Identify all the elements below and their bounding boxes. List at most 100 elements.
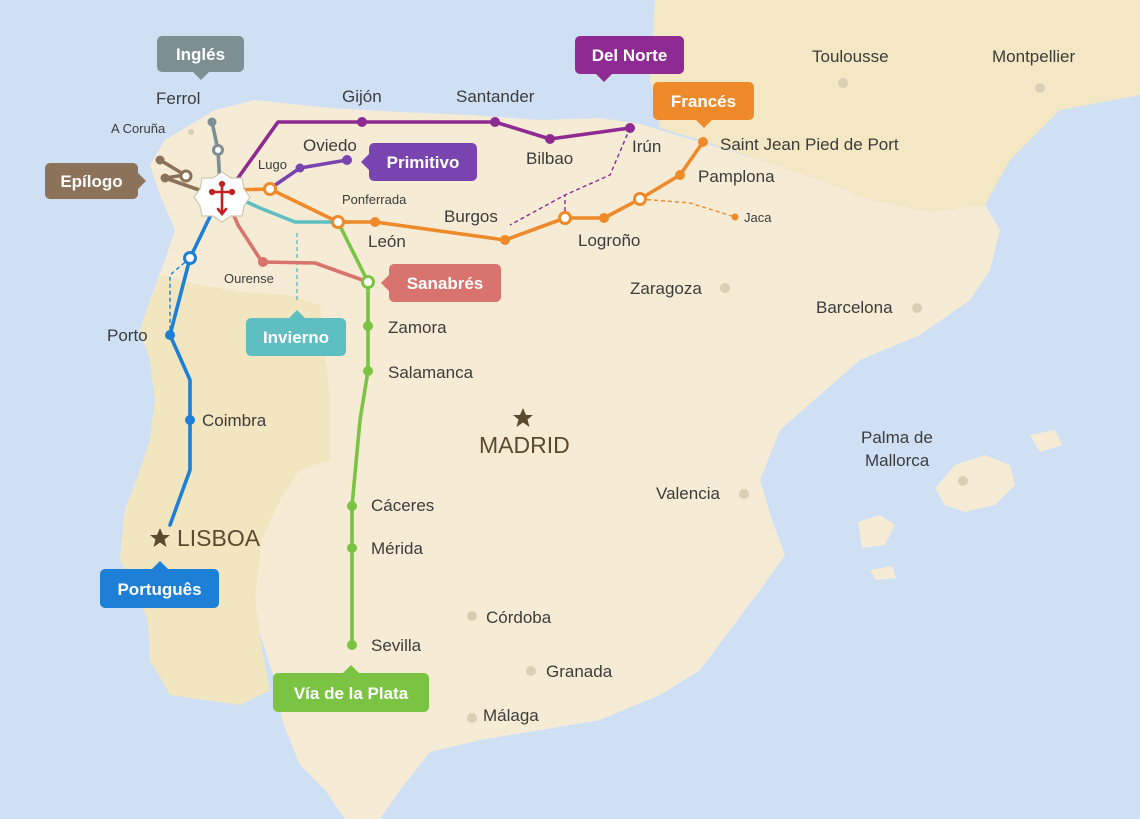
route-tag-via-de-la-plata-label: Vía de la Plata: [294, 684, 409, 703]
city-dots: [188, 78, 1045, 723]
city-label-caceres: Cáceres: [371, 496, 434, 515]
city-label-saint-jean: Saint Jean Pied de Port: [720, 135, 899, 154]
city-label-gijon: Gijón: [342, 87, 382, 106]
city-label-santander: Santander: [456, 87, 535, 106]
city-label-toulousse: Toulousse: [812, 47, 889, 66]
route-tag-sanabres-label: Sanabrés: [407, 274, 484, 293]
route-frances: [228, 140, 705, 242]
city-label-a-coruna: A Coruña: [111, 121, 166, 136]
route-stops: [155, 117, 739, 650]
cross-of-saint-james-icon: [208, 180, 236, 217]
city-label-logrono: Logroño: [578, 231, 640, 250]
stop-burgos: [500, 235, 510, 245]
stop-sevilla: [347, 640, 357, 650]
route-tag-portugues[interactable]: Português: [100, 561, 219, 608]
city-label-barcelona: Barcelona: [816, 298, 893, 317]
stop-portugues-hollow: [183, 251, 197, 265]
stop-frances-santiago-hollow: [263, 182, 277, 196]
route-tag-frances-label: Francés: [671, 92, 736, 111]
city-label-ponferrada: Ponferrada: [342, 192, 407, 207]
city-label-cordoba: Córdoba: [486, 608, 552, 627]
route-tag-ingles[interactable]: Inglés: [157, 36, 244, 80]
santiago-badge: [193, 171, 251, 223]
city-label-merida: Mérida: [371, 539, 424, 558]
route-tag-primitivo[interactable]: Primitivo: [361, 143, 477, 181]
route-tag-del-norte-label: Del Norte: [592, 46, 668, 65]
route-tag-epilogo[interactable]: Epílogo: [45, 163, 146, 199]
city-label-irun: Irún: [632, 137, 661, 156]
city-label-lisboa: LISBOA: [177, 525, 261, 551]
route-frances-jaca: [639, 198, 736, 218]
route-portugues-coastal: [169, 257, 191, 335]
city-label-ourense: Ourense: [224, 271, 274, 286]
route-tag-invierno[interactable]: Invierno: [246, 310, 346, 356]
route-tag-del-norte[interactable]: Del Norte: [575, 36, 684, 82]
stop-salamanca: [363, 366, 373, 376]
island-ibiza: [858, 515, 895, 548]
route-tag-invierno-label: Invierno: [263, 328, 329, 347]
route-tag-sanabres[interactable]: Sanabrés: [381, 264, 501, 302]
stop-leon: [370, 217, 380, 227]
city-label-granada: Granada: [546, 662, 613, 681]
stop-ponferrada-hollow: [331, 215, 345, 229]
city-label-bilbao: Bilbao: [526, 149, 573, 168]
city-dot-palma: [958, 476, 968, 486]
route-del-norte: [236, 120, 632, 180]
stop-lugo: [295, 163, 305, 173]
route-tag-epilogo-label: Epílogo: [60, 172, 122, 191]
stop-logrono-hollow: [558, 211, 572, 225]
stop-coimbra: [185, 415, 195, 425]
stop-epilogo-hollow: [179, 169, 193, 183]
stop-gijon: [357, 117, 367, 127]
city-label-porto: Porto: [107, 326, 148, 345]
city-label-ferrol: Ferrol: [156, 89, 200, 108]
stop-saint-jean: [698, 137, 708, 147]
route-via-de-la-plata: [336, 220, 370, 647]
stop-merida: [347, 543, 357, 553]
route-tag-frances[interactable]: Francés: [653, 82, 754, 128]
city-dot-valencia: [739, 489, 749, 499]
stop-ferrol: [207, 117, 217, 127]
city-label-salamanca: Salamanca: [388, 363, 474, 382]
city-dot-cordoba: [467, 611, 477, 621]
island-formentera: [870, 566, 896, 580]
city-label-burgos: Burgos: [444, 207, 498, 226]
stop-caceres: [347, 501, 357, 511]
stop-logrono: [599, 213, 609, 223]
route-tag-primitivo-label: Primitivo: [387, 153, 460, 172]
route-tag-portugues-label: Português: [117, 580, 201, 599]
land-spain: [120, 100, 1000, 819]
city-label-lugo: Lugo: [258, 157, 287, 172]
city-label-montpellier: Montpellier: [992, 47, 1075, 66]
stop-ourense: [258, 257, 268, 267]
city-dot-montpellier: [1035, 83, 1045, 93]
route-tag-via-de-la-plata[interactable]: Vía de la Plata: [273, 665, 429, 712]
city-label-zaragoza: Zaragoza: [630, 279, 702, 298]
stop-ingles-hollow: [212, 144, 224, 156]
star-icon: [150, 528, 170, 547]
stop-oviedo: [342, 155, 352, 165]
route-epilogo: [158, 158, 207, 194]
stop-epilogo-1: [155, 155, 165, 165]
city-label-jaca: Jaca: [744, 210, 772, 225]
land-france: [650, 0, 1140, 212]
city-label-oviedo: Oviedo: [303, 136, 357, 155]
city-label-palma-line1: Palma de: [861, 428, 933, 447]
city-label-palma-line2: Mallorca: [865, 451, 930, 470]
island-menorca: [1030, 430, 1062, 452]
city-label-coimbra: Coimbra: [202, 411, 267, 430]
city-label-zamora: Zamora: [388, 318, 447, 337]
route-tag-ingles-label: Inglés: [176, 45, 225, 64]
city-label-madrid: MADRID: [479, 432, 570, 458]
city-label-sevilla: Sevilla: [371, 636, 422, 655]
stop-porto: [165, 330, 175, 340]
stop-zamora: [363, 321, 373, 331]
city-label-pamplona: Pamplona: [698, 167, 775, 186]
city-label-malaga: Málaga: [483, 706, 539, 725]
city-dot-granada: [526, 666, 536, 676]
stop-irun: [625, 123, 635, 133]
stop-sanabres-hollow: [361, 275, 375, 289]
city-label-leon: León: [368, 232, 406, 251]
stop-epilogo-2: [160, 173, 170, 183]
